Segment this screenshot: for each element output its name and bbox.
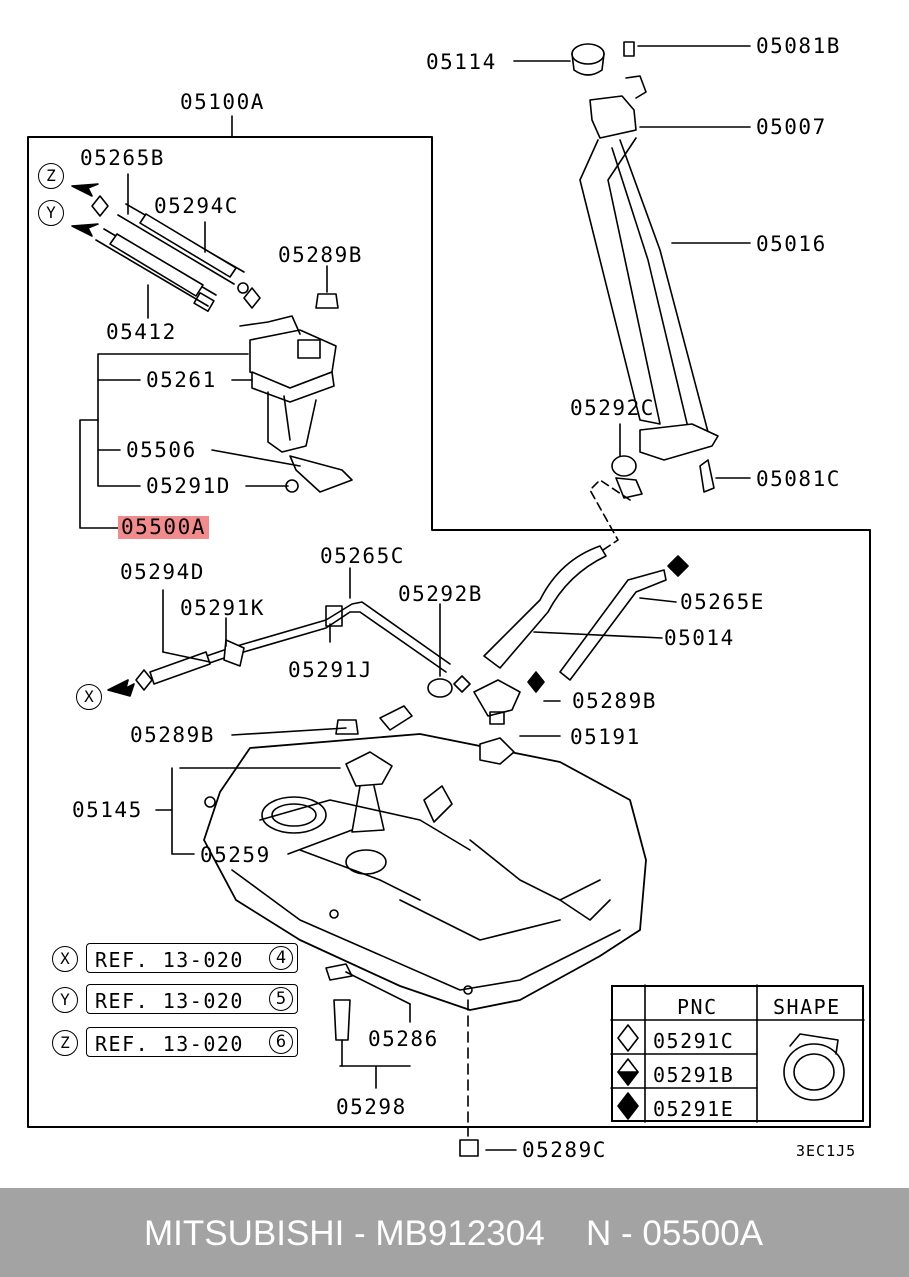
label-05292b: 05292B	[398, 582, 483, 606]
label-05506: 05506	[126, 438, 197, 462]
footer-ref: N - 05500A	[586, 1214, 764, 1253]
ref-box-y: REF. 13-020 5	[86, 984, 298, 1014]
label-05289c: 05289C	[522, 1138, 607, 1162]
connector-x-icon: X	[76, 684, 102, 710]
ref-y-letter-icon: Y	[52, 987, 78, 1013]
assembly-frame	[27, 136, 871, 1128]
diagram-code: 3EC1J5	[796, 1142, 857, 1160]
ref-number: 4	[269, 946, 293, 970]
filler-neck	[571, 41, 719, 499]
label-05500a-highlighted: 05500A	[118, 516, 209, 539]
label-05114: 05114	[426, 50, 497, 74]
label-05100a: 05100A	[180, 90, 265, 114]
ref-z-letter-icon: Z	[52, 1030, 78, 1056]
ref-text: REF. 13-020	[95, 1032, 244, 1056]
legend-table: PNC SHAPE 05291C 05291B 05291E	[611, 985, 864, 1122]
connector-z-icon: Z	[38, 163, 64, 189]
label-05265b: 05265B	[80, 146, 165, 170]
parts-diagram: 05100A 05265B 05294C 05289B 05412 05261 …	[27, 34, 871, 1162]
label-05289b-top: 05289B	[278, 243, 363, 267]
legend-row-pnc: 05291B	[653, 1063, 735, 1087]
label-05259: 05259	[200, 843, 271, 867]
label-05289b-mid: 05289B	[572, 689, 657, 713]
label-05289b-tank: 05289B	[130, 723, 215, 747]
label-05294d: 05294D	[120, 560, 205, 584]
legend-grid	[610, 984, 865, 1123]
legend-header-shape: SHAPE	[773, 995, 841, 1019]
label-05145: 05145	[72, 798, 143, 822]
label-05191: 05191	[570, 725, 641, 749]
ref-number: 6	[269, 1030, 293, 1054]
ref-x-letter-icon: X	[52, 946, 78, 972]
label-05294c: 05294C	[154, 194, 239, 218]
label-05014: 05014	[664, 626, 735, 650]
ref-box-z: REF. 13-020 6	[86, 1027, 298, 1057]
ref-text: REF. 13-020	[95, 989, 244, 1013]
fuel-pump-module	[239, 315, 353, 493]
ref-text: REF. 13-020	[95, 948, 244, 972]
vapor-hose-05412	[95, 228, 217, 312]
legend-row-pnc: 05291C	[653, 1029, 735, 1053]
label-05081b: 05081B	[756, 34, 841, 58]
label-05007: 05007	[756, 115, 827, 139]
label-05286: 05286	[368, 1027, 439, 1051]
label-05081c: 05081C	[756, 467, 841, 491]
legend-row-pnc: 05291E	[653, 1097, 735, 1121]
label-05291k: 05291K	[180, 596, 265, 620]
footer-bar: MITSUBISHI - MB912304 N - 05500A	[0, 1188, 909, 1277]
label-05291d: 05291D	[146, 474, 231, 498]
vapor-hose-05294c	[117, 203, 249, 294]
label-05291j: 05291J	[288, 658, 373, 682]
label-05265e: 05265E	[680, 590, 765, 614]
fuel-tank	[203, 705, 647, 1011]
filler-hose-05014	[483, 545, 667, 681]
label-05412: 05412	[106, 320, 177, 344]
label-05292c: 05292C	[570, 396, 655, 420]
label-05265c: 05265C	[320, 544, 405, 568]
ref-number: 5	[269, 987, 293, 1011]
footer-brand-part: MITSUBISHI - MB912304	[144, 1214, 545, 1253]
label-05261: 05261	[146, 368, 217, 392]
label-05298: 05298	[336, 1095, 407, 1119]
diagram-drawing	[27, 41, 871, 1157]
label-05016: 05016	[756, 232, 827, 256]
ref-box-x: REF. 13-020 4	[86, 943, 298, 973]
connector-y-icon: Y	[38, 200, 64, 226]
legend-header-pnc: PNC	[677, 995, 718, 1019]
